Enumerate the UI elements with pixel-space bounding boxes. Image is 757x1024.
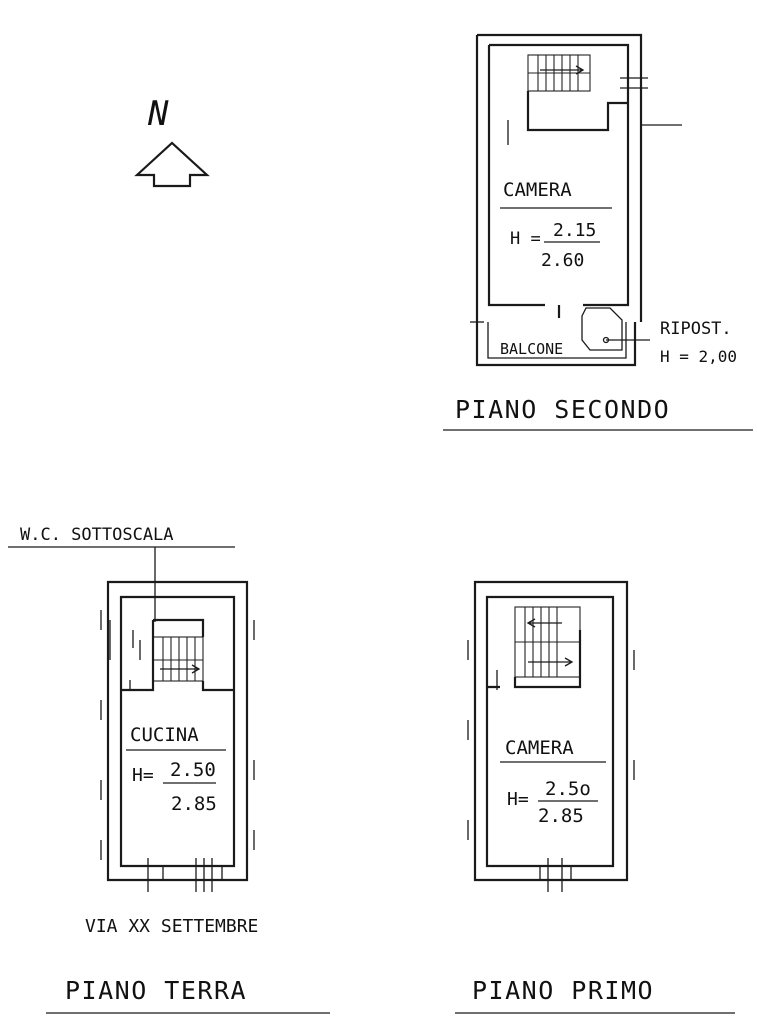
height-min: 2.5o: [545, 778, 591, 800]
room-name: CAMERA: [505, 737, 574, 759]
room-name: CAMERA: [503, 179, 572, 201]
height-max: 2.85: [538, 805, 584, 827]
height-min: 2.50: [170, 759, 216, 781]
height-prefix: H=: [507, 789, 529, 810]
plan-piano-primo: CAMERA H= 2.5o 2.85 PIANO PRIMO: [455, 580, 735, 1014]
plan-piano-secondo: CAMERA H = 2.15 2.60 BALCONE RIPOST. H =…: [443, 33, 753, 431]
street-label: VIA XX SETTEMBRE: [85, 916, 258, 937]
floor-title: PIANO PRIMO: [472, 976, 654, 1005]
north-label: N: [147, 94, 169, 134]
height-min: 2.15: [553, 220, 596, 241]
balcony-label: BALCONE: [500, 340, 563, 358]
stair-piano-secondo: [527, 54, 591, 92]
height-max: 2.60: [541, 250, 584, 271]
storage-label: RIPOST.: [660, 319, 732, 339]
room-name: CUCINA: [130, 724, 199, 746]
height-prefix: H =: [510, 229, 541, 249]
floor-title: PIANO SECONDO: [455, 395, 670, 424]
stair-piano-terra: [152, 636, 204, 682]
floor-title: PIANO TERRA: [65, 976, 247, 1005]
height-max: 2.85: [171, 793, 217, 815]
height-prefix: H=: [132, 765, 154, 786]
north-arrow-icon: N: [134, 94, 210, 188]
wc-note: W.C. SOTTOSCALA: [20, 525, 174, 545]
stair-piano-primo: [514, 606, 581, 678]
plan-piano-terra: W.C. SOTTOSCALA CUCINA H= 2.50 2.85 VIA …: [8, 525, 330, 1014]
storage-height: H = 2,00: [660, 347, 737, 366]
